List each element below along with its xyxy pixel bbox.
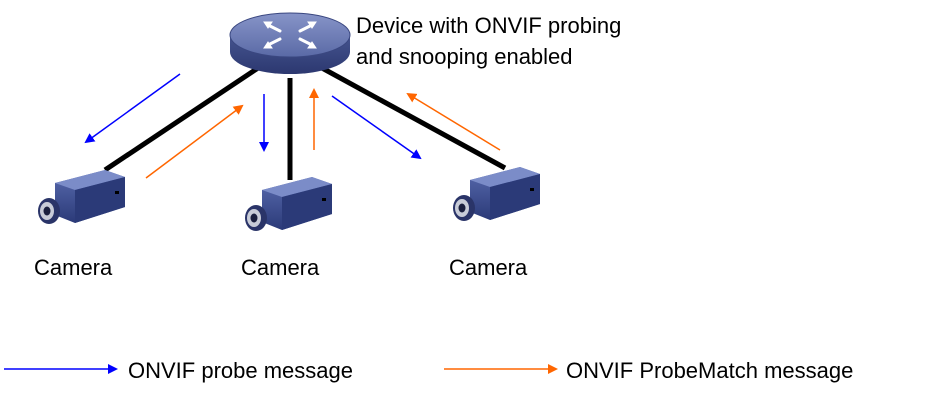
device-label-line1: Device with ONVIF probing xyxy=(356,13,621,38)
device-label-line2: and snooping enabled xyxy=(356,44,573,69)
probematch-arrow-camera-1 xyxy=(145,104,244,179)
legend-probe-label: ONVIF probe message xyxy=(128,358,353,383)
camera-label-3: Camera xyxy=(449,255,528,280)
message-arrows xyxy=(84,73,501,179)
camera-icon xyxy=(245,177,332,231)
camera-label-1: Camera xyxy=(34,255,113,280)
link-camera-3 xyxy=(320,65,507,171)
probe-arrow-camera-3 xyxy=(331,95,422,160)
camera-label-2: Camera xyxy=(241,255,320,280)
probe-arrow-camera-1 xyxy=(84,73,181,144)
probematch-arrow-camera-3 xyxy=(406,92,501,151)
router-icon xyxy=(229,12,351,74)
legend: ONVIF probe message ONVIF ProbeMatch mes… xyxy=(4,358,853,383)
legend-probematch-label: ONVIF ProbeMatch message xyxy=(566,358,853,383)
network-links xyxy=(103,65,507,180)
link-camera-1 xyxy=(103,65,260,173)
camera-icon xyxy=(38,170,125,224)
camera-icon xyxy=(453,167,540,221)
